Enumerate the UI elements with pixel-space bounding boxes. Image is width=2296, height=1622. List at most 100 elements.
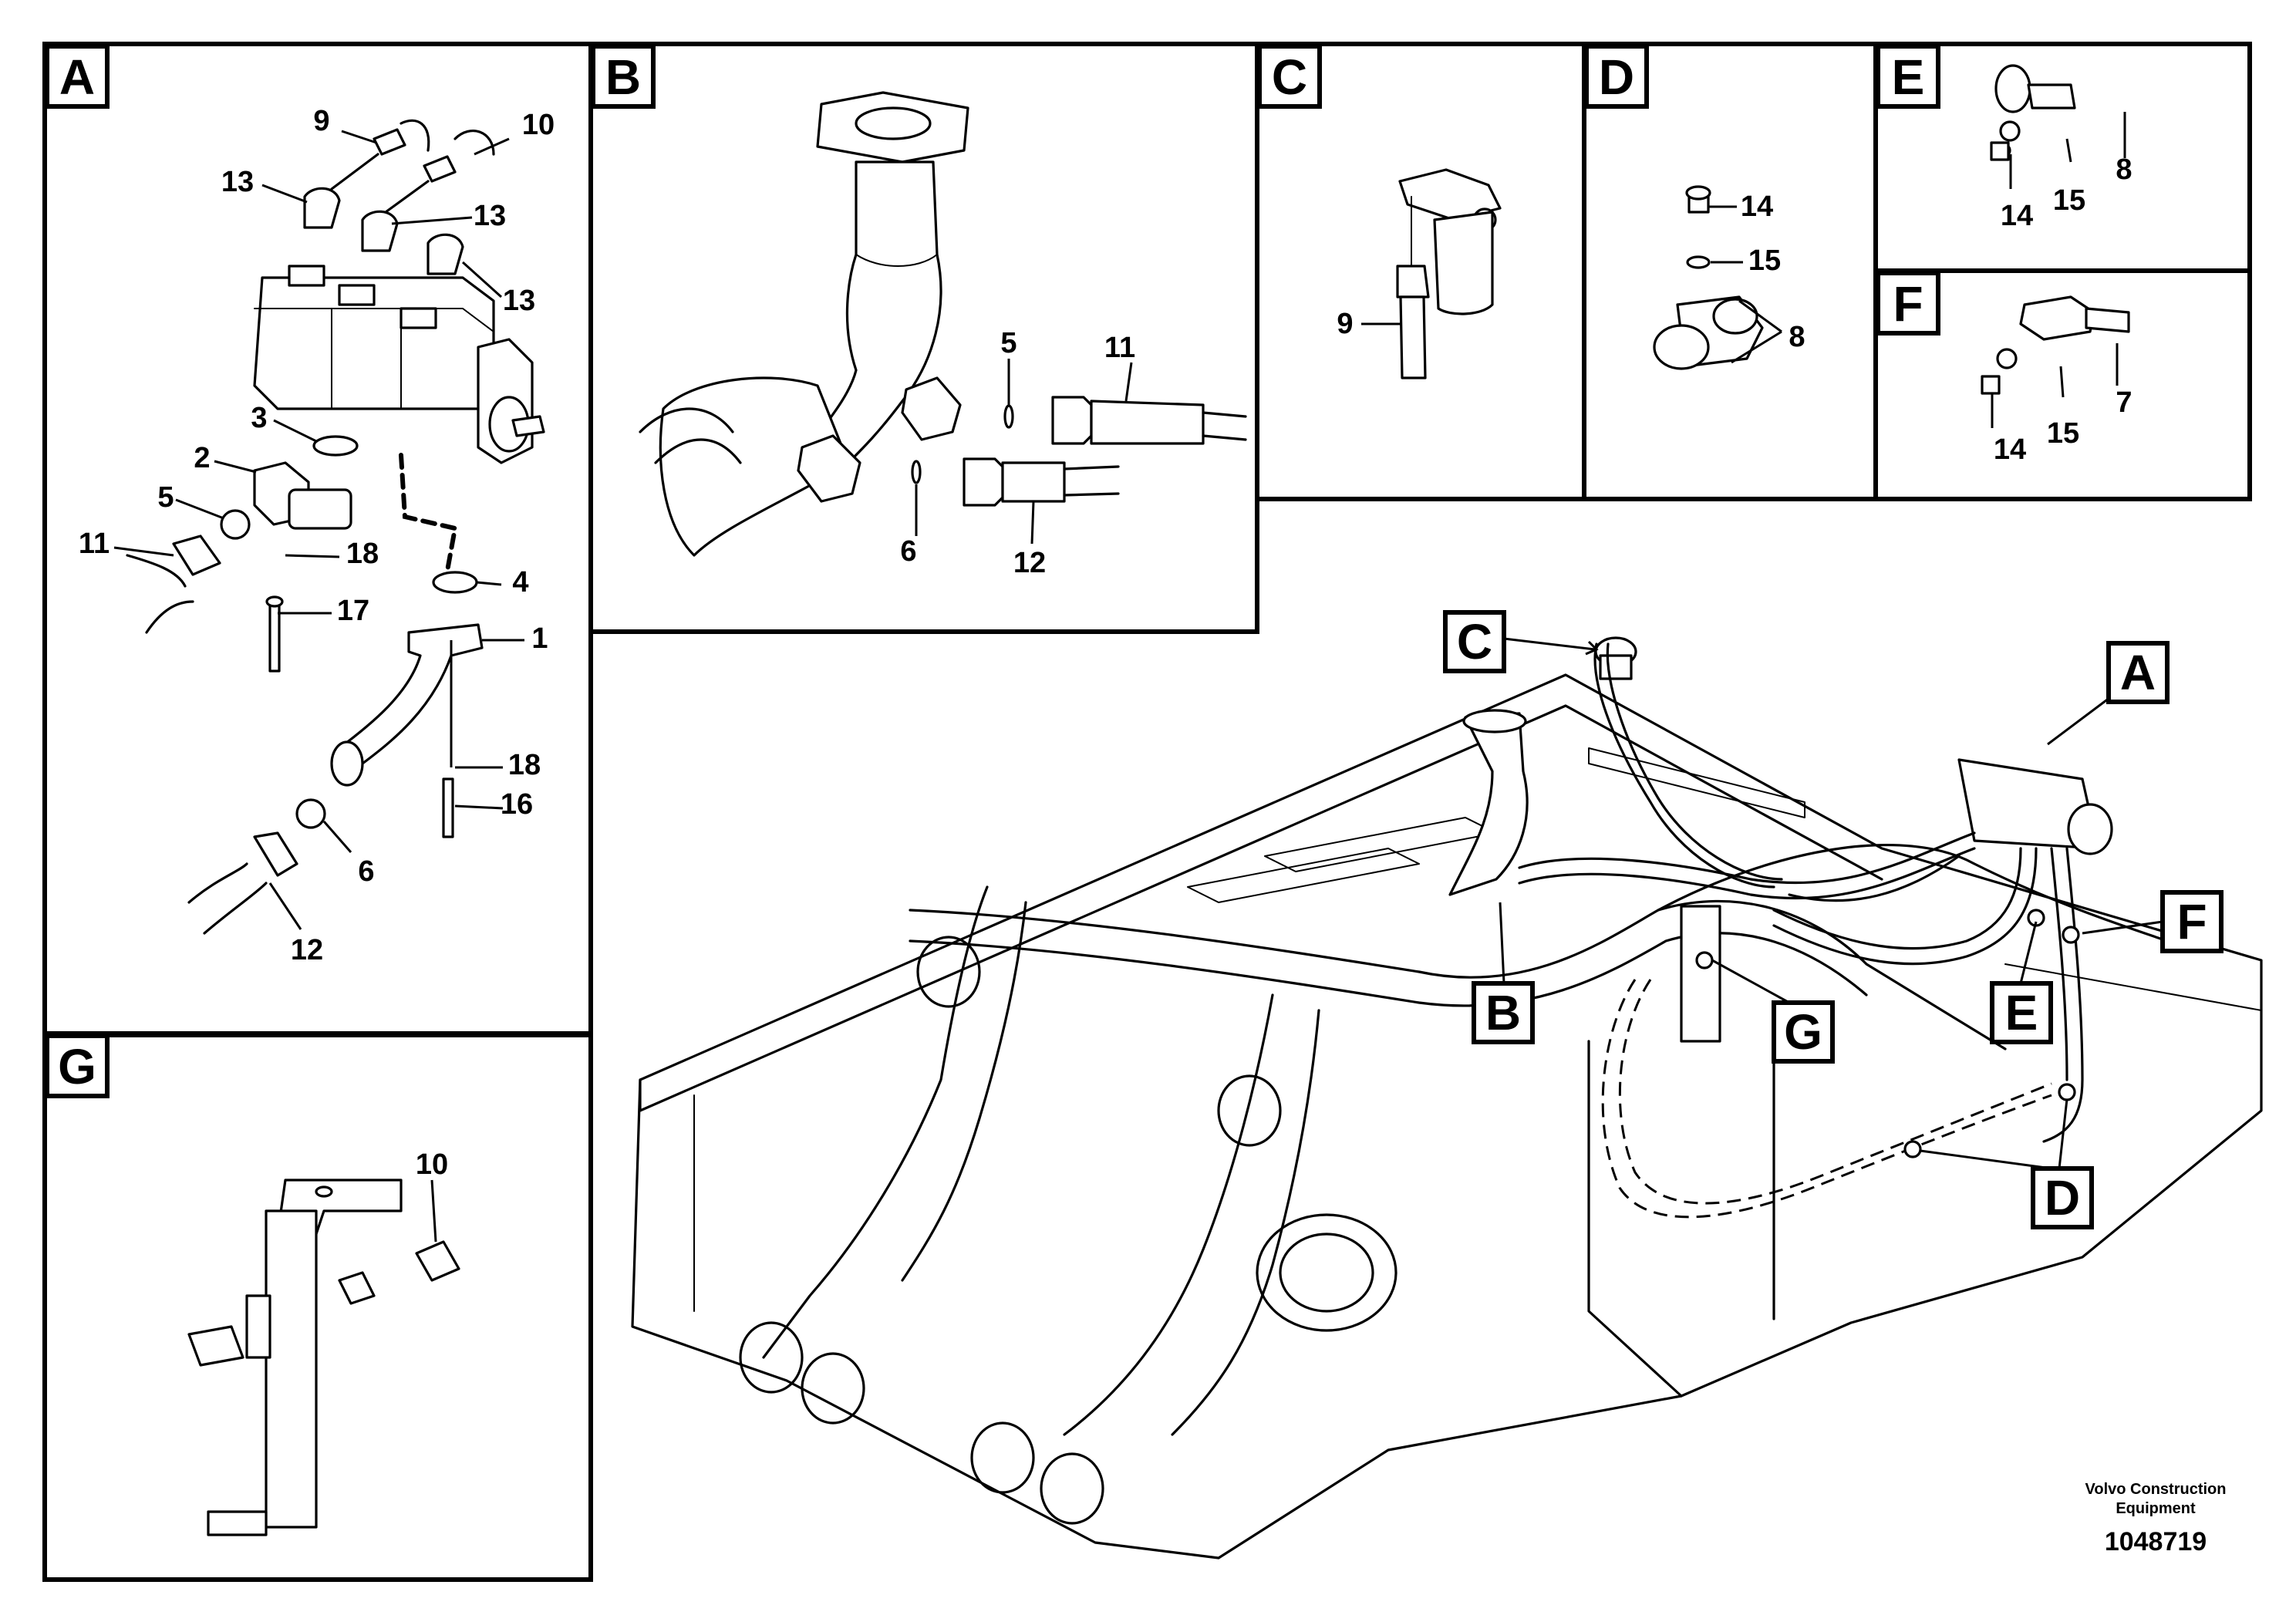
panel-tag-f-label: F bbox=[1893, 276, 1923, 332]
callout-a-9: 9 bbox=[313, 105, 329, 137]
o-ring-3 bbox=[312, 435, 359, 457]
callout-a-6: 6 bbox=[358, 855, 374, 888]
panel-e-callouts: 14 15 8 bbox=[2001, 153, 2132, 232]
overview-tag-b-label: B bbox=[1485, 985, 1521, 1040]
panel-tag-g-label: G bbox=[58, 1039, 96, 1094]
overview-frame-drawing bbox=[631, 636, 2263, 1560]
panel-a-callouts: 9 10 13 13 13 3 2 5 11 18 17 4 1 18 16 6… bbox=[79, 105, 555, 966]
callout-a-16: 16 bbox=[501, 788, 533, 821]
valve-body bbox=[245, 1294, 271, 1359]
callout-a-17: 17 bbox=[337, 595, 369, 627]
overview-tag-c-label: C bbox=[1457, 614, 1492, 669]
document-number: 1048719 bbox=[2105, 1527, 2207, 1556]
callout-a-1: 1 bbox=[531, 622, 548, 655]
callout-a-13-3: 13 bbox=[503, 285, 535, 317]
callout-a-18-2: 18 bbox=[508, 749, 541, 781]
elbow-13a bbox=[303, 187, 341, 229]
overview-tags: C A F B G E D bbox=[1443, 610, 2224, 1229]
adapter-g10 bbox=[415, 1240, 460, 1282]
overview-tag-e-label: E bbox=[2005, 985, 2038, 1040]
panel-f-callouts: 14 15 7 bbox=[1994, 386, 2132, 466]
hose-c9 bbox=[1399, 295, 1427, 379]
hose-nut-12 bbox=[253, 831, 298, 877]
callout-b-12: 12 bbox=[1013, 547, 1046, 579]
callout-d-8: 8 bbox=[1789, 321, 1805, 353]
adapter-10 bbox=[423, 155, 457, 183]
panel-tag-f: F bbox=[1876, 271, 1940, 336]
panel-d-drawing bbox=[1653, 185, 1782, 370]
callout-f-7: 7 bbox=[2116, 386, 2132, 419]
suction-tube-1 bbox=[338, 623, 484, 765]
panel-d-callouts: 14 15 8 bbox=[1741, 191, 1805, 353]
panel-letter-tags: A B C D E F G bbox=[45, 44, 1940, 1098]
callout-e-8: 8 bbox=[2116, 153, 2132, 186]
panel-f-frame bbox=[1873, 268, 2252, 501]
clamp-f7 bbox=[2019, 295, 2095, 341]
bracket-leg bbox=[265, 1209, 318, 1529]
adapter-9 bbox=[373, 128, 406, 156]
panel-tag-e: E bbox=[1876, 44, 1940, 109]
washer-e15 bbox=[1999, 120, 2021, 142]
callout-f-15: 15 bbox=[2047, 417, 2079, 450]
callout-b-11: 11 bbox=[1104, 332, 1135, 364]
callout-a-11: 11 bbox=[79, 528, 110, 560]
panel-tag-c-label: C bbox=[1272, 49, 1307, 105]
callout-a-2: 2 bbox=[194, 442, 210, 474]
overview-tag-g: G bbox=[1772, 1000, 1835, 1064]
overview-tag-b: B bbox=[1472, 981, 1535, 1044]
tube-branch bbox=[659, 376, 850, 557]
hose-b11 bbox=[1090, 400, 1205, 445]
overview-tag-f: F bbox=[2160, 890, 2224, 953]
overview-tag-a-label: A bbox=[2120, 645, 2156, 700]
panel-b-drawing bbox=[639, 91, 1247, 557]
hose-nut-b11 bbox=[1051, 396, 1093, 445]
callout-a-4: 4 bbox=[512, 566, 528, 599]
tee-fitting bbox=[338, 1271, 376, 1305]
callout-b-5: 5 bbox=[1000, 327, 1017, 359]
overview-tag-d: D bbox=[2031, 1166, 2094, 1229]
valve-fitting bbox=[187, 1325, 244, 1367]
panel-d-frame bbox=[1582, 42, 1878, 501]
washer-f15 bbox=[1996, 348, 2018, 369]
callout-e-14: 14 bbox=[2001, 200, 2033, 232]
overview-bracket bbox=[1680, 905, 1721, 1043]
overview-tag-f-label: F bbox=[2176, 894, 2207, 949]
panel-tag-d: D bbox=[1584, 44, 1649, 109]
filter-bowl bbox=[1433, 211, 1494, 315]
panel-a-drawing bbox=[113, 119, 545, 935]
callout-a-3: 3 bbox=[251, 402, 267, 434]
panel-c-callouts: 9 bbox=[1337, 308, 1353, 340]
overview-tag-a: A bbox=[2106, 641, 2170, 704]
filter-head bbox=[1398, 168, 1502, 221]
overview-tag-g-label: G bbox=[1784, 1004, 1822, 1060]
bolt-16 bbox=[442, 777, 454, 838]
clamp-e8 bbox=[1994, 64, 2031, 113]
hose-b12 bbox=[1001, 461, 1066, 503]
panel-g-frame bbox=[42, 1031, 593, 1582]
panel-tag-d-label: D bbox=[1599, 49, 1634, 105]
hose-nut-b12 bbox=[963, 457, 1004, 507]
elbow-fitting-b2 bbox=[797, 434, 861, 503]
o-ring-b6 bbox=[911, 460, 922, 484]
elbow-13c bbox=[426, 233, 464, 275]
hose-nut-11 bbox=[172, 534, 221, 576]
brand-line-1: Volvo Construction bbox=[2085, 1481, 2227, 1498]
callout-c-9: 9 bbox=[1337, 308, 1353, 340]
o-ring-4 bbox=[432, 571, 478, 594]
callout-a-10: 10 bbox=[522, 109, 555, 141]
callout-e-15: 15 bbox=[2053, 184, 2085, 217]
panel-e-drawing bbox=[1990, 64, 2126, 189]
overview-suction-tube bbox=[1448, 712, 1529, 896]
panel-f-drawing bbox=[1981, 295, 2130, 428]
panel-tag-b-label: B bbox=[605, 49, 641, 105]
callout-g-10: 10 bbox=[416, 1148, 448, 1181]
overview-tag-c: C bbox=[1443, 610, 1506, 673]
callout-a-13-2: 13 bbox=[474, 200, 506, 232]
panel-tag-b: B bbox=[591, 44, 656, 109]
callout-d-15: 15 bbox=[1748, 244, 1781, 277]
panel-tag-a-label: A bbox=[59, 49, 95, 105]
hose-nut-c9 bbox=[1396, 265, 1430, 298]
washer-d15 bbox=[1686, 255, 1711, 269]
screw-f14 bbox=[1981, 375, 2001, 395]
